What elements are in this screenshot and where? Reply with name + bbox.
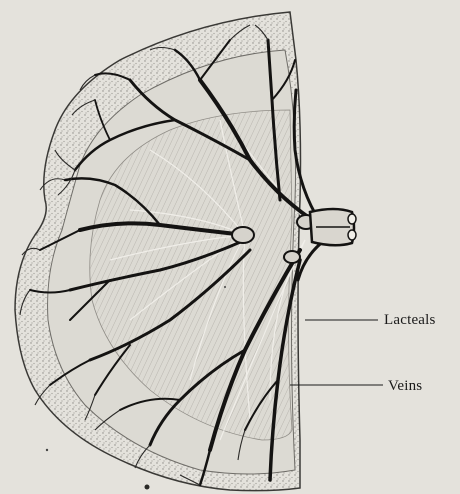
lacteals-label: Lacteals bbox=[384, 312, 436, 329]
veins-label: Veins bbox=[388, 378, 422, 395]
nipple bbox=[310, 209, 356, 245]
ampulla bbox=[284, 251, 300, 263]
ampulla bbox=[232, 227, 254, 243]
